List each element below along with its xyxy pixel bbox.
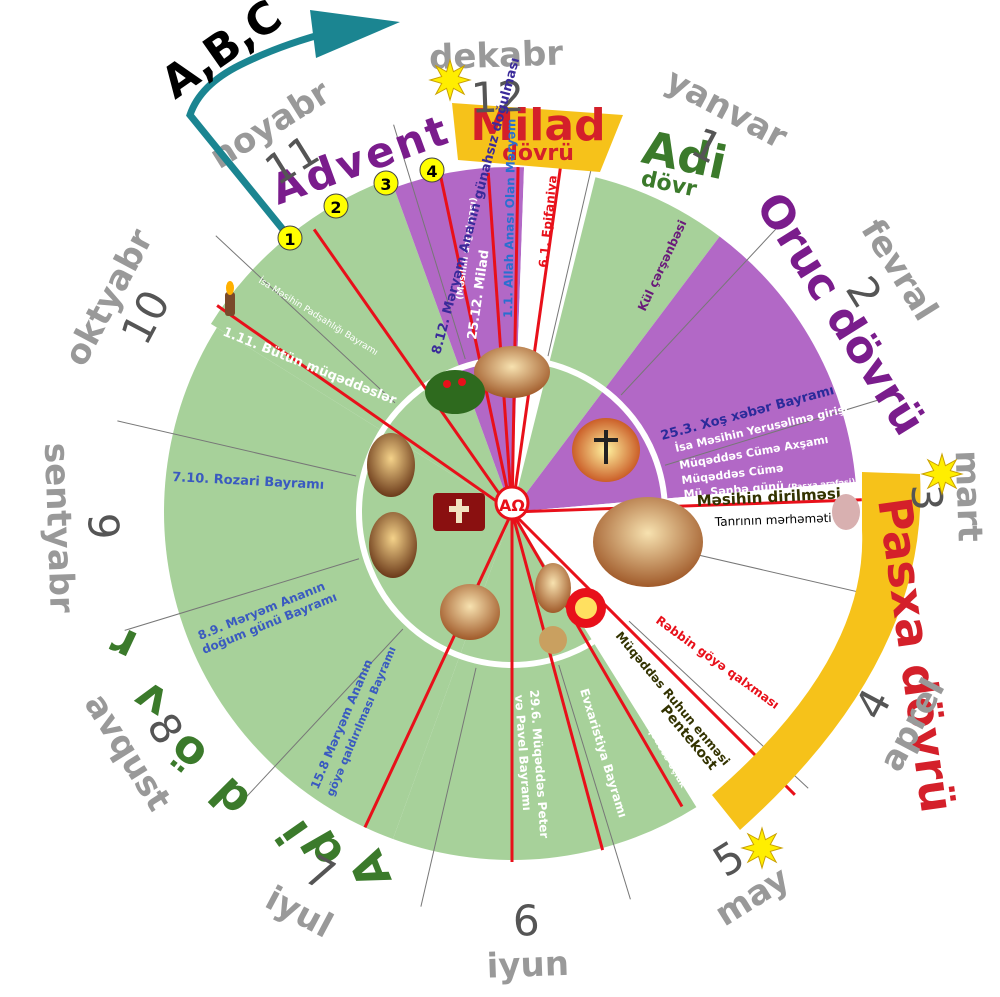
month-name: iyun bbox=[486, 944, 570, 987]
sector-advent-end bbox=[512, 167, 525, 512]
illustrations bbox=[225, 281, 860, 654]
month-divider bbox=[117, 420, 357, 477]
wreath-candle bbox=[458, 378, 466, 386]
advent-sunday-3 bbox=[373, 170, 399, 196]
trinity-image bbox=[535, 563, 571, 613]
advent-sunday-1-label: 1 bbox=[284, 230, 295, 249]
feast-line bbox=[437, 169, 514, 513]
milad-subtitle: dövrü bbox=[502, 141, 574, 166]
sector-adi-dovr-late bbox=[210, 178, 512, 512]
feast-line bbox=[216, 304, 513, 514]
stars bbox=[428, 58, 964, 870]
feast-allah-anasi: 1.1. Allah Anası Olan Məryəm bbox=[501, 119, 518, 319]
feast-line bbox=[510, 511, 684, 808]
month-dividers bbox=[117, 117, 907, 907]
adi-bottom-letter: d bbox=[199, 767, 260, 828]
pasxa-band bbox=[712, 472, 921, 830]
candle-flame-icon bbox=[226, 281, 234, 295]
host-inner bbox=[575, 597, 597, 619]
feast-line bbox=[510, 511, 605, 851]
month-name: mart bbox=[947, 450, 990, 543]
nativity-image bbox=[474, 346, 550, 398]
month-divider bbox=[664, 393, 900, 466]
mercy-image bbox=[832, 494, 860, 530]
advent-sunday-2-label: 2 bbox=[330, 198, 341, 217]
bible-cross-bar bbox=[449, 506, 469, 512]
milad-title: Milad bbox=[470, 100, 605, 151]
sector-pasxa bbox=[512, 512, 857, 805]
sector-adi-dovr-top bbox=[512, 177, 720, 512]
milad-band bbox=[452, 103, 623, 172]
advent-wreath-image bbox=[425, 370, 485, 414]
month-divider bbox=[235, 628, 404, 809]
month-number: 12 bbox=[470, 72, 525, 123]
feast-line bbox=[511, 498, 862, 514]
feast-lines bbox=[216, 165, 862, 862]
star-icon bbox=[740, 826, 784, 870]
feast-line bbox=[510, 510, 796, 796]
apostles-image bbox=[440, 584, 500, 640]
sector-adi-dovr-bottom bbox=[163, 327, 512, 840]
cross-bar bbox=[594, 438, 618, 442]
feast-line bbox=[510, 167, 520, 513]
feast-line bbox=[363, 511, 514, 829]
sector-advent bbox=[394, 167, 512, 512]
advent-sundays: 1 2 3 4 bbox=[277, 157, 445, 251]
month-divider bbox=[124, 558, 360, 631]
chalice-image bbox=[539, 626, 567, 654]
feast-line bbox=[486, 172, 514, 513]
advent-sunday-3-label: 3 bbox=[380, 175, 391, 194]
advent-sunday-2 bbox=[323, 193, 349, 219]
adi-bottom-letter: r bbox=[101, 615, 145, 674]
star-icon bbox=[920, 452, 964, 496]
month-name: sentyabr bbox=[36, 442, 82, 613]
center-symbol: AΩ bbox=[499, 496, 525, 515]
advent-sunday-4-label: 4 bbox=[426, 162, 437, 181]
candle-icon bbox=[225, 292, 235, 316]
sector-pasxa-start bbox=[512, 481, 862, 525]
center-symbol-ring bbox=[494, 485, 530, 521]
feast-line bbox=[510, 165, 563, 513]
wreath-candle bbox=[443, 380, 451, 388]
sector-milad bbox=[512, 167, 596, 513]
cross-icon bbox=[604, 430, 608, 464]
resurrection-image bbox=[593, 497, 703, 587]
month-divider bbox=[393, 124, 466, 360]
advent-sunday-1 bbox=[277, 225, 303, 251]
month-divider bbox=[558, 664, 631, 900]
month-divider bbox=[215, 235, 396, 404]
star-icon bbox=[428, 58, 472, 102]
advent-sunday-4 bbox=[419, 157, 445, 183]
month-number: 9 bbox=[78, 512, 128, 540]
month-number: 6 bbox=[512, 896, 540, 946]
feast-merhemet: Tanrının mərhəməti bbox=[714, 511, 832, 529]
saint-image-2 bbox=[369, 512, 417, 578]
sector-adi-dovr-summer bbox=[392, 512, 697, 860]
saint-image-1 bbox=[367, 433, 415, 497]
month-divider bbox=[420, 667, 477, 907]
season-sectors bbox=[163, 167, 862, 860]
feast-line bbox=[312, 228, 514, 513]
month-divider bbox=[620, 215, 789, 396]
